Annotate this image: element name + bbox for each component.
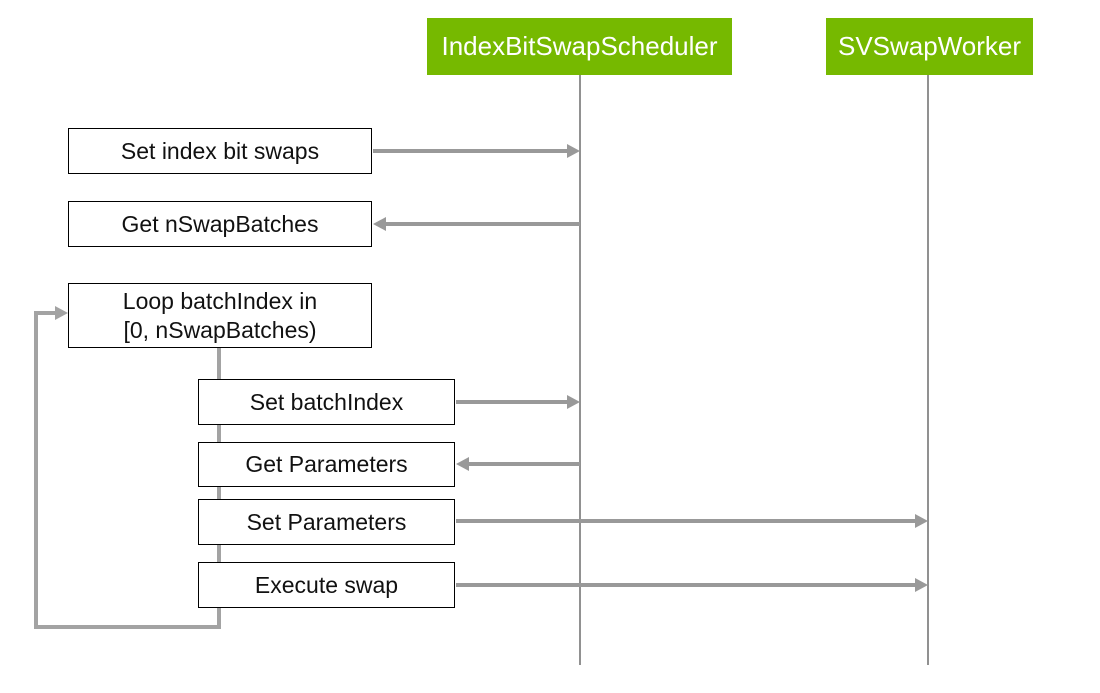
arrowhead-right-icon [915,514,928,528]
message-box-execute-swap: Execute swap [198,562,455,608]
loop-label-line1: Loop batchIndex in [122,288,318,315]
loop-back-arrow [34,306,68,320]
arrow-set-batchindex [456,395,580,409]
arrowhead-left-icon [373,217,386,231]
arrow-line [456,583,917,587]
loop-box: Loop batchIndex in [0, nSwapBatches) [68,283,372,348]
lifeline-indexbitswapscheduler [579,75,581,665]
message-box-set-parameters: Set Parameters [198,499,455,545]
message-label: Get Parameters [245,451,408,478]
message-label: Set index bit swaps [120,137,320,164]
actor-label: IndexBitSwapScheduler [441,31,718,61]
arrow-line [467,462,580,466]
actor-label: SVSwapWorker [837,31,1022,61]
message-label: Set batchIndex [249,388,404,415]
arrowhead-left-icon [456,457,469,471]
arrow-line [456,519,917,523]
loop-connector-down [217,348,221,629]
message-box-set-batchindex: Set batchIndex [198,379,455,425]
arrow-line [34,311,57,315]
message-label: Execute swap [254,571,399,598]
arrowhead-right-icon [915,578,928,592]
arrow-line [384,222,580,226]
lifeline-svswapworker [927,75,929,665]
arrow-get-parameters [456,457,580,471]
arrow-execute-swap [456,578,928,592]
arrowhead-right-icon [567,144,580,158]
message-box-get-parameters: Get Parameters [198,442,455,487]
arrowhead-right-icon [567,395,580,409]
arrow-line [456,400,569,404]
arrow-set-parameters [456,514,928,528]
actor-svswapworker: SVSwapWorker [826,18,1033,75]
message-label: Get nSwapBatches [121,210,319,237]
arrow-set-index-bit-swaps [373,144,580,158]
arrow-get-nswapbatches [373,217,580,231]
actor-indexbitswapscheduler: IndexBitSwapScheduler [427,18,732,75]
message-label: Set Parameters [246,508,407,535]
loop-connector-bottom [34,625,221,629]
loop-connector-left [34,311,38,629]
message-box-get-nswapbatches: Get nSwapBatches [68,201,372,247]
arrowhead-right-icon [55,306,68,320]
message-box-set-index-bit-swaps: Set index bit swaps [68,128,372,174]
loop-label-line2: [0, nSwapBatches) [123,316,317,343]
arrow-line [373,149,569,153]
